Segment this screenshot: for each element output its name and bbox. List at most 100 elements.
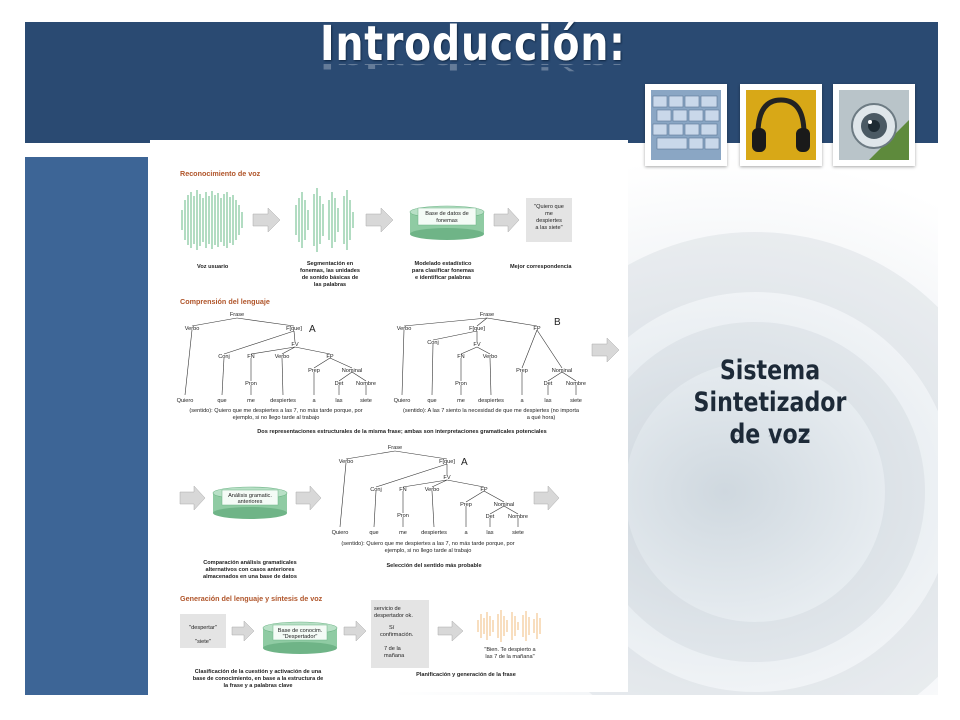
tree-a-det: Det bbox=[335, 381, 344, 387]
keyboard-image bbox=[651, 90, 721, 160]
reply-text-1: "Bien. Te despierto a bbox=[484, 647, 536, 653]
tree-b-prep: Prep bbox=[516, 368, 528, 374]
planning-text-2: despertador ok. bbox=[374, 613, 413, 619]
tree-b-fp: FP bbox=[533, 326, 540, 332]
caption-seg-4: las palabras bbox=[314, 282, 346, 288]
parse-tree-a-lines bbox=[184, 317, 367, 396]
tree-a-nominal: Nominal bbox=[342, 368, 363, 374]
webcam-image bbox=[839, 90, 909, 160]
tree-b-word-quiero: Quiero bbox=[394, 398, 411, 404]
best-match-quote-2: me bbox=[545, 211, 553, 217]
reply-text-2: las 7 de la mañana" bbox=[485, 654, 534, 660]
tree-c-fp: FP bbox=[480, 487, 487, 493]
tree-a-word-quiero: Quiero bbox=[177, 398, 194, 404]
parse-tree-c-lines bbox=[339, 450, 519, 528]
tree-b-fv: FV bbox=[473, 342, 480, 348]
tree-b-word-siete: siete bbox=[570, 398, 582, 404]
tree-b-label: B bbox=[554, 317, 561, 328]
grammar-analysis-database-icon bbox=[212, 486, 288, 519]
segmented-waveform bbox=[295, 188, 354, 252]
keywords-box bbox=[180, 614, 226, 648]
tree-c-word-las: las bbox=[486, 530, 493, 536]
speech-system-diagram: Reconocimiento de voz Base de datos de f… bbox=[168, 158, 628, 692]
tree-c-conj: Conj bbox=[370, 487, 382, 493]
best-match-quote-4: a las siete" bbox=[535, 225, 562, 231]
section-generation-title: Generación del lenguaje y síntesis de vo… bbox=[180, 594, 323, 603]
tree-a-prep: Prep bbox=[308, 368, 320, 374]
knowledge-base-icon bbox=[262, 621, 338, 654]
planning-text-5: 7 de la bbox=[384, 646, 402, 652]
tree-b-word-las: las bbox=[544, 398, 551, 404]
tree-b-det: Det bbox=[544, 381, 553, 387]
tree-b-word-me: me bbox=[457, 398, 465, 404]
caption-select: Selección del sentido más probable bbox=[386, 563, 481, 569]
tree-b-frase: Frase bbox=[480, 312, 494, 318]
arrow-5 bbox=[179, 485, 206, 511]
tree-a-fn: FN bbox=[247, 354, 254, 360]
caption-user-voice: Voz usuario bbox=[197, 264, 229, 270]
tree-c-fn: FN bbox=[399, 487, 406, 493]
tree-c-label: A bbox=[461, 457, 468, 468]
tree-b-fque: F[que] bbox=[469, 326, 485, 332]
side-title: Sistema Sintetizador de voz bbox=[663, 355, 876, 451]
caption-model-1: Modelado estadístico bbox=[415, 261, 472, 267]
caption-seg-2: fonemas, las unidades bbox=[300, 268, 360, 274]
caption-compare-3: almacenados en una base de datos bbox=[203, 574, 297, 580]
keyboard-thumbnail bbox=[645, 84, 727, 166]
tree-b-meaning-1: (sentido): A las 7 siento la necesidad d… bbox=[403, 408, 580, 414]
caption-model-2: para clasificar fonemas bbox=[412, 268, 474, 274]
tree-b-nominal: Nominal bbox=[552, 368, 573, 374]
tree-b-verbo2: Verbo bbox=[483, 354, 498, 360]
arrow-3 bbox=[493, 207, 520, 233]
keyword-2: "siete" bbox=[195, 639, 211, 645]
arrow-9 bbox=[343, 620, 367, 642]
arrow-8 bbox=[231, 620, 255, 642]
headphones-image bbox=[746, 90, 816, 160]
tree-a-word-siete: siete bbox=[360, 398, 372, 404]
tree-a-nombre: Nombre bbox=[356, 381, 376, 387]
tree-b-nombre: Nombre bbox=[566, 381, 586, 387]
tree-a-meaning-2: ejemplo, si no llego tarde al trabajo bbox=[233, 415, 320, 421]
phoneme-db-label-2: fonemas bbox=[436, 218, 458, 224]
tree-c-word-que: que bbox=[369, 530, 378, 536]
caption-classify-1: Clasificación de la cuestión y activació… bbox=[195, 669, 322, 675]
tree-a-meaning-1: (sentido): Quiero que me despiertes a la… bbox=[189, 408, 362, 414]
tree-b-conj: Conj bbox=[427, 340, 439, 346]
synthesized-voice-waveform bbox=[477, 610, 541, 642]
caption-classify-2: base de conocimiento, en base a la estru… bbox=[193, 676, 324, 682]
tree-c-nombre: Nombre bbox=[508, 514, 528, 520]
tree-c-verbo2: Verbo bbox=[425, 487, 440, 493]
tree-b-word-despiertes: despiertes bbox=[478, 398, 504, 404]
best-match-quote-3: despiertes bbox=[536, 218, 562, 224]
planning-text-6: mañana bbox=[384, 653, 405, 659]
best-match-box bbox=[526, 198, 572, 242]
planning-text-4: confirmación. bbox=[380, 632, 414, 638]
caption-model-3: e identificar palabras bbox=[415, 275, 471, 281]
planning-text-1: servicio de bbox=[374, 606, 401, 612]
tree-a-word-las: las bbox=[335, 398, 342, 404]
knowledge-db-label-1: Base de conocim. bbox=[278, 628, 323, 634]
phoneme-db-label-1: Base de datos de bbox=[425, 211, 469, 217]
tree-b-verbo: Verbo bbox=[397, 326, 412, 332]
tree-c-word-a: a bbox=[464, 530, 468, 536]
side-title-line2: de voz bbox=[729, 419, 811, 450]
tree-c-word-quiero: Quiero bbox=[332, 530, 349, 536]
tree-c-verbo: Verbo bbox=[339, 459, 354, 465]
user-voice-waveform bbox=[181, 190, 243, 250]
arrow-7 bbox=[533, 485, 560, 511]
tree-c-word-despiertes: despiertes bbox=[421, 530, 447, 536]
tree-c-fv: FV bbox=[443, 475, 450, 481]
slide-title-reflection: Introducción: bbox=[320, 64, 626, 74]
knowledge-db-label-2: "Despertador" bbox=[283, 634, 318, 640]
tree-b-pron: Pron bbox=[455, 381, 467, 387]
arrow-4 bbox=[591, 337, 620, 363]
tree-a-word-me: me bbox=[247, 398, 255, 404]
arrow-10 bbox=[437, 620, 464, 642]
tree-b-word-a: a bbox=[520, 398, 524, 404]
slide-title: Introducción: bbox=[320, 16, 626, 72]
tree-a-fv: FV bbox=[291, 342, 298, 348]
tree-c-frase: Frase bbox=[388, 445, 402, 451]
tree-c-det: Det bbox=[486, 514, 495, 520]
caption-planning: Planificación y generación de la frase bbox=[416, 672, 516, 678]
tree-a-word-despiertes: despiertes bbox=[270, 398, 296, 404]
